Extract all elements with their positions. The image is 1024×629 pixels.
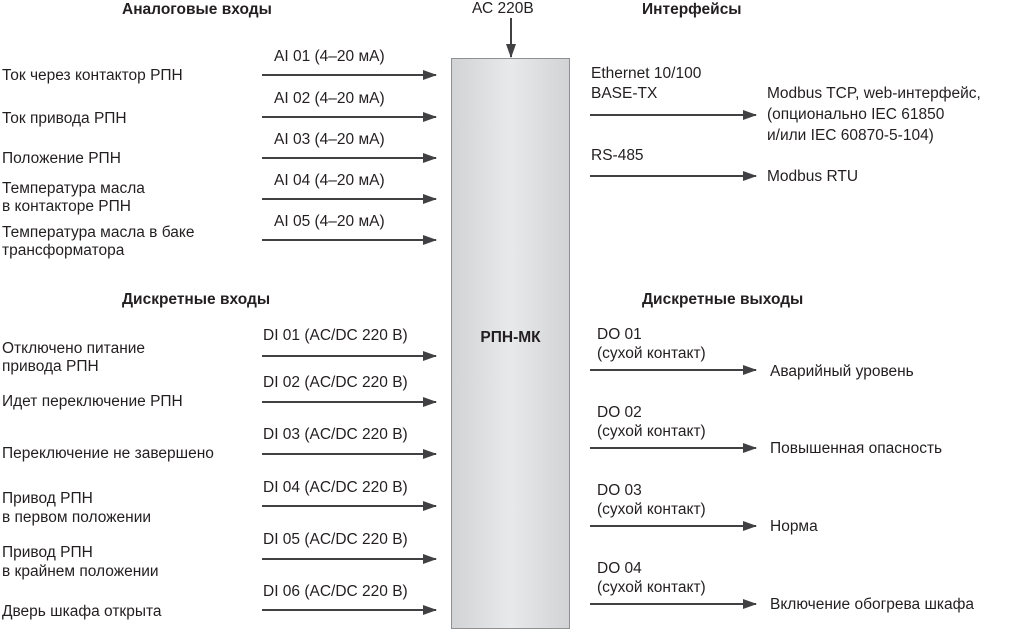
ai-code: AI 04 (4–20 мА) [274,172,385,189]
controller-name: РПН-МК [480,329,541,346]
ai-description: трансформатора [2,242,125,259]
di-description: Идет переключение РПН [2,393,183,410]
controller-block: РПН-МК [451,58,570,629]
do-function: Аварийный уровень [770,363,914,380]
di-code: DI 02 (AC/DC 220 В) [263,374,408,391]
heading-analog-inputs: Аналоговые входы [122,1,272,18]
ai-description: Ток через контактор РПН [2,67,183,84]
do-function: Включение обогрева шкафа [770,596,975,613]
interface-protocol: Modbus TCP, web-интерфейс, [767,85,981,102]
di-description: Дверь шкафа открыта [2,603,162,620]
di-description: Переключение не завершено [2,445,214,462]
heading-discrete-outputs: Дискретные выходы [642,291,804,308]
di-description: в крайнем положении [2,563,159,580]
do-function: Повышенная опасность [770,440,943,457]
heading-interfaces: Интерфейсы [642,1,742,18]
ai-description: Температура масла в баке [2,224,195,241]
do-code: DO 01 [597,326,642,343]
do-code: DO 04 [597,560,642,577]
ai-description: Ток привода РПН [2,110,127,127]
ai-code: AI 01 (4–20 мА) [274,48,385,65]
do-function: Норма [770,518,818,535]
ai-code: AI 05 (4–20 мА) [274,213,385,230]
do-code: (сухой контакт) [597,345,706,362]
interface-port: Ethernet 10/100 [591,65,702,82]
do-code: (сухой контакт) [597,423,706,440]
di-description: Привод РПН [2,544,93,561]
di-code: DI 06 (AC/DC 220 В) [263,583,408,600]
di-description: привода РПН [2,358,99,375]
interface-port: BASE-TX [591,85,658,102]
interface-port: RS-485 [591,147,644,164]
ai-description: в контакторе РПН [2,198,131,215]
di-code: DI 04 (AC/DC 220 В) [263,479,408,496]
do-code: DO 03 [597,482,642,499]
ai-code: AI 02 (4–20 мА) [274,90,385,107]
power-input-label: АС 220В [472,0,534,17]
ai-code: AI 03 (4–20 мА) [274,131,385,148]
interface-protocol: (опционально IEC 61850 [767,106,945,123]
interface-protocol: и/или IEC 60870-5-104) [767,127,934,144]
ai-description: Температура масла [2,180,145,197]
interface-protocol: Modbus RTU [767,168,859,185]
di-code: DI 01 (AC/DC 220 В) [263,327,408,344]
di-code: DI 03 (AC/DC 220 В) [263,426,408,443]
do-code: (сухой контакт) [597,579,706,596]
di-description: Отключено питание [2,340,146,357]
do-code: (сухой контакт) [597,501,706,518]
ai-description: Положение РПН [2,150,121,167]
heading-discrete-inputs: Дискретные входы [122,291,271,308]
di-code: DI 05 (AC/DC 220 В) [263,531,408,548]
do-code: DO 02 [597,404,642,421]
di-description: Привод РПН [2,490,93,507]
di-description: в первом положении [2,509,152,526]
